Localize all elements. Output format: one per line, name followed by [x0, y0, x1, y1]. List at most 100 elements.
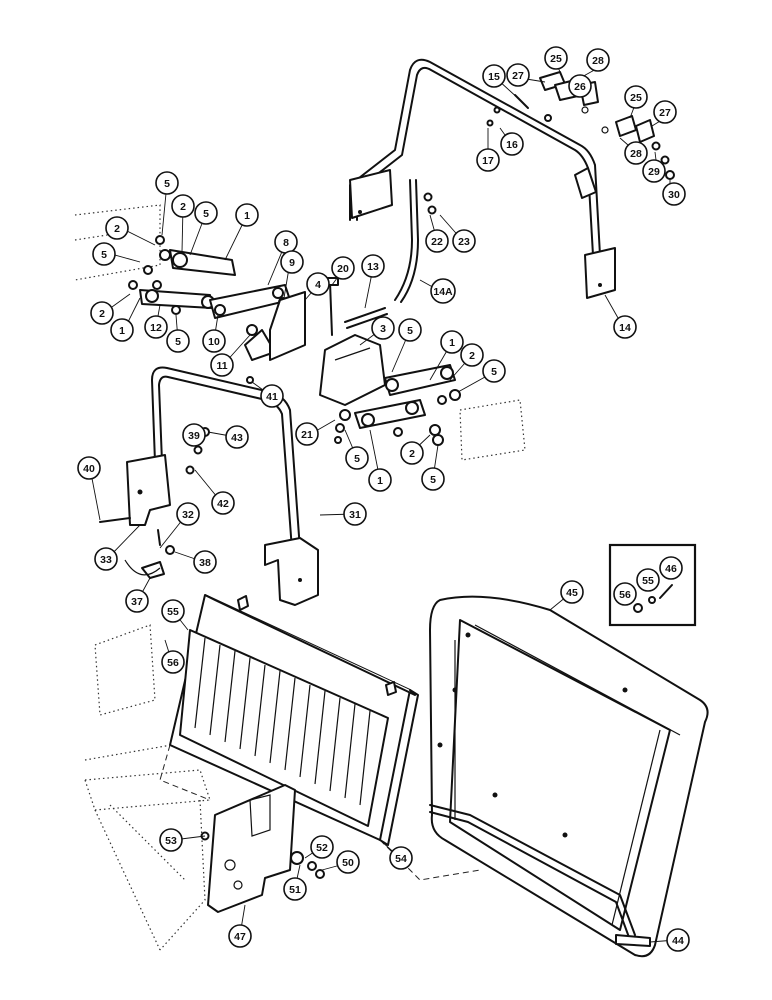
callout-27b[interactable]: 27 — [653, 100, 677, 124]
svg-text:9: 9 — [289, 257, 295, 269]
svg-text:5: 5 — [354, 453, 360, 465]
svg-text:1: 1 — [244, 210, 250, 222]
svg-text:13: 13 — [367, 261, 379, 273]
rod-14a — [394, 179, 419, 303]
strap-44 — [429, 804, 651, 947]
svg-text:33: 33 — [100, 554, 112, 566]
callout-46[interactable]: 46 — [659, 556, 683, 580]
callout-9[interactable]: 9 — [280, 250, 304, 274]
latch-hardware — [124, 529, 175, 579]
callout-56b[interactable]: 56 — [613, 582, 637, 606]
callout-5g[interactable]: 5 — [345, 446, 369, 470]
svg-text:45: 45 — [566, 587, 578, 599]
callout-2b[interactable]: 2 — [105, 216, 129, 240]
callout-22[interactable]: 22 — [425, 229, 449, 253]
callout-4[interactable]: 4 — [306, 272, 330, 296]
svg-text:53: 53 — [165, 835, 177, 847]
callout-10[interactable]: 10 — [202, 329, 226, 353]
callout-45[interactable]: 45 — [560, 580, 584, 604]
callout-5c[interactable]: 5 — [92, 242, 116, 266]
callout-25b[interactable]: 25 — [624, 85, 648, 109]
svg-text:21: 21 — [301, 429, 313, 441]
svg-text:46: 46 — [665, 563, 677, 575]
hood-frame-45 — [429, 595, 709, 958]
svg-text:29: 29 — [648, 166, 660, 178]
callout-2a[interactable]: 2 — [171, 194, 195, 218]
callout-13[interactable]: 13 — [361, 254, 385, 278]
svg-text:50: 50 — [342, 857, 354, 869]
callout-54[interactable]: 54 — [389, 846, 413, 870]
callout-14a[interactable]: 14A — [430, 278, 456, 304]
callout-1b[interactable]: 1 — [110, 318, 134, 342]
callout-41[interactable]: 41 — [260, 384, 284, 408]
svg-text:12: 12 — [150, 322, 162, 334]
callout-5d[interactable]: 5 — [166, 329, 190, 353]
callout-21[interactable]: 21 — [295, 422, 319, 446]
callout-39[interactable]: 39 — [182, 423, 206, 447]
svg-text:2: 2 — [469, 350, 475, 362]
callout-38[interactable]: 38 — [193, 550, 217, 574]
callout-2d[interactable]: 2 — [460, 343, 484, 367]
callout-23[interactable]: 23 — [452, 229, 476, 253]
callout-8[interactable]: 8 — [274, 230, 298, 254]
callout-2e[interactable]: 2 — [400, 441, 424, 465]
callout-5a[interactable]: 5 — [155, 171, 179, 195]
callout-29[interactable]: 29 — [642, 159, 666, 183]
callout-25a[interactable]: 25 — [544, 46, 568, 70]
svg-text:15: 15 — [488, 71, 500, 83]
svg-text:5: 5 — [407, 325, 413, 337]
callout-44[interactable]: 44 — [666, 928, 690, 952]
callout-55b[interactable]: 55 — [636, 568, 660, 592]
svg-text:44: 44 — [672, 935, 684, 947]
callout-43[interactable]: 43 — [225, 425, 249, 449]
callout-1c[interactable]: 1 — [440, 330, 464, 354]
callout-40[interactable]: 40 — [77, 456, 101, 480]
callout-37[interactable]: 37 — [125, 589, 149, 613]
callout-42[interactable]: 42 — [211, 491, 235, 515]
svg-text:5: 5 — [430, 474, 436, 486]
callout-51[interactable]: 51 — [283, 877, 307, 901]
callout-20[interactable]: 20 — [331, 256, 355, 280]
callout-26[interactable]: 26 — [568, 74, 592, 98]
callout-47[interactable]: 47 — [228, 924, 252, 948]
callout-11[interactable]: 11 — [210, 353, 234, 377]
svg-text:1: 1 — [119, 325, 125, 337]
pin-13 — [344, 307, 388, 329]
svg-text:42: 42 — [217, 498, 229, 510]
callout-16[interactable]: 16 — [500, 132, 524, 156]
callout-28b[interactable]: 28 — [624, 141, 648, 165]
radiator-grille-54 — [159, 594, 481, 881]
callout-31[interactable]: 31 — [343, 502, 367, 526]
callout-32[interactable]: 32 — [176, 502, 200, 526]
callout-55a[interactable]: 55 — [161, 599, 185, 623]
callout-5f[interactable]: 5 — [482, 359, 506, 383]
callout-2c[interactable]: 2 — [90, 301, 114, 325]
callout-12[interactable]: 12 — [144, 315, 168, 339]
callout-15[interactable]: 15 — [482, 64, 506, 88]
callout-5e[interactable]: 5 — [398, 318, 422, 342]
callouts: 28 25 15 27 26 25 27 16 17 28 29 30 22 2… — [77, 46, 690, 952]
callout-17[interactable]: 17 — [476, 148, 500, 172]
left-link-assembly — [128, 235, 306, 361]
callout-14[interactable]: 14 — [613, 315, 637, 339]
callout-5b[interactable]: 5 — [194, 201, 218, 225]
callout-1a[interactable]: 1 — [235, 203, 259, 227]
callout-1d[interactable]: 1 — [368, 468, 392, 492]
callout-52[interactable]: 52 — [310, 835, 334, 859]
callout-27a[interactable]: 27 — [506, 63, 530, 87]
svg-text:17: 17 — [482, 155, 494, 167]
callout-3[interactable]: 3 — [371, 316, 395, 340]
callout-56a[interactable]: 56 — [161, 650, 185, 674]
svg-text:2: 2 — [409, 448, 415, 460]
svg-text:32: 32 — [182, 509, 194, 521]
callout-5h[interactable]: 5 — [421, 467, 445, 491]
callout-50[interactable]: 50 — [336, 850, 360, 874]
callout-30[interactable]: 30 — [662, 182, 686, 206]
callout-53[interactable]: 53 — [159, 828, 183, 852]
svg-text:5: 5 — [101, 249, 107, 261]
callout-28a[interactable]: 28 — [586, 48, 610, 72]
callout-33[interactable]: 33 — [94, 547, 118, 571]
svg-text:4: 4 — [315, 279, 321, 291]
svg-text:2: 2 — [99, 308, 105, 320]
